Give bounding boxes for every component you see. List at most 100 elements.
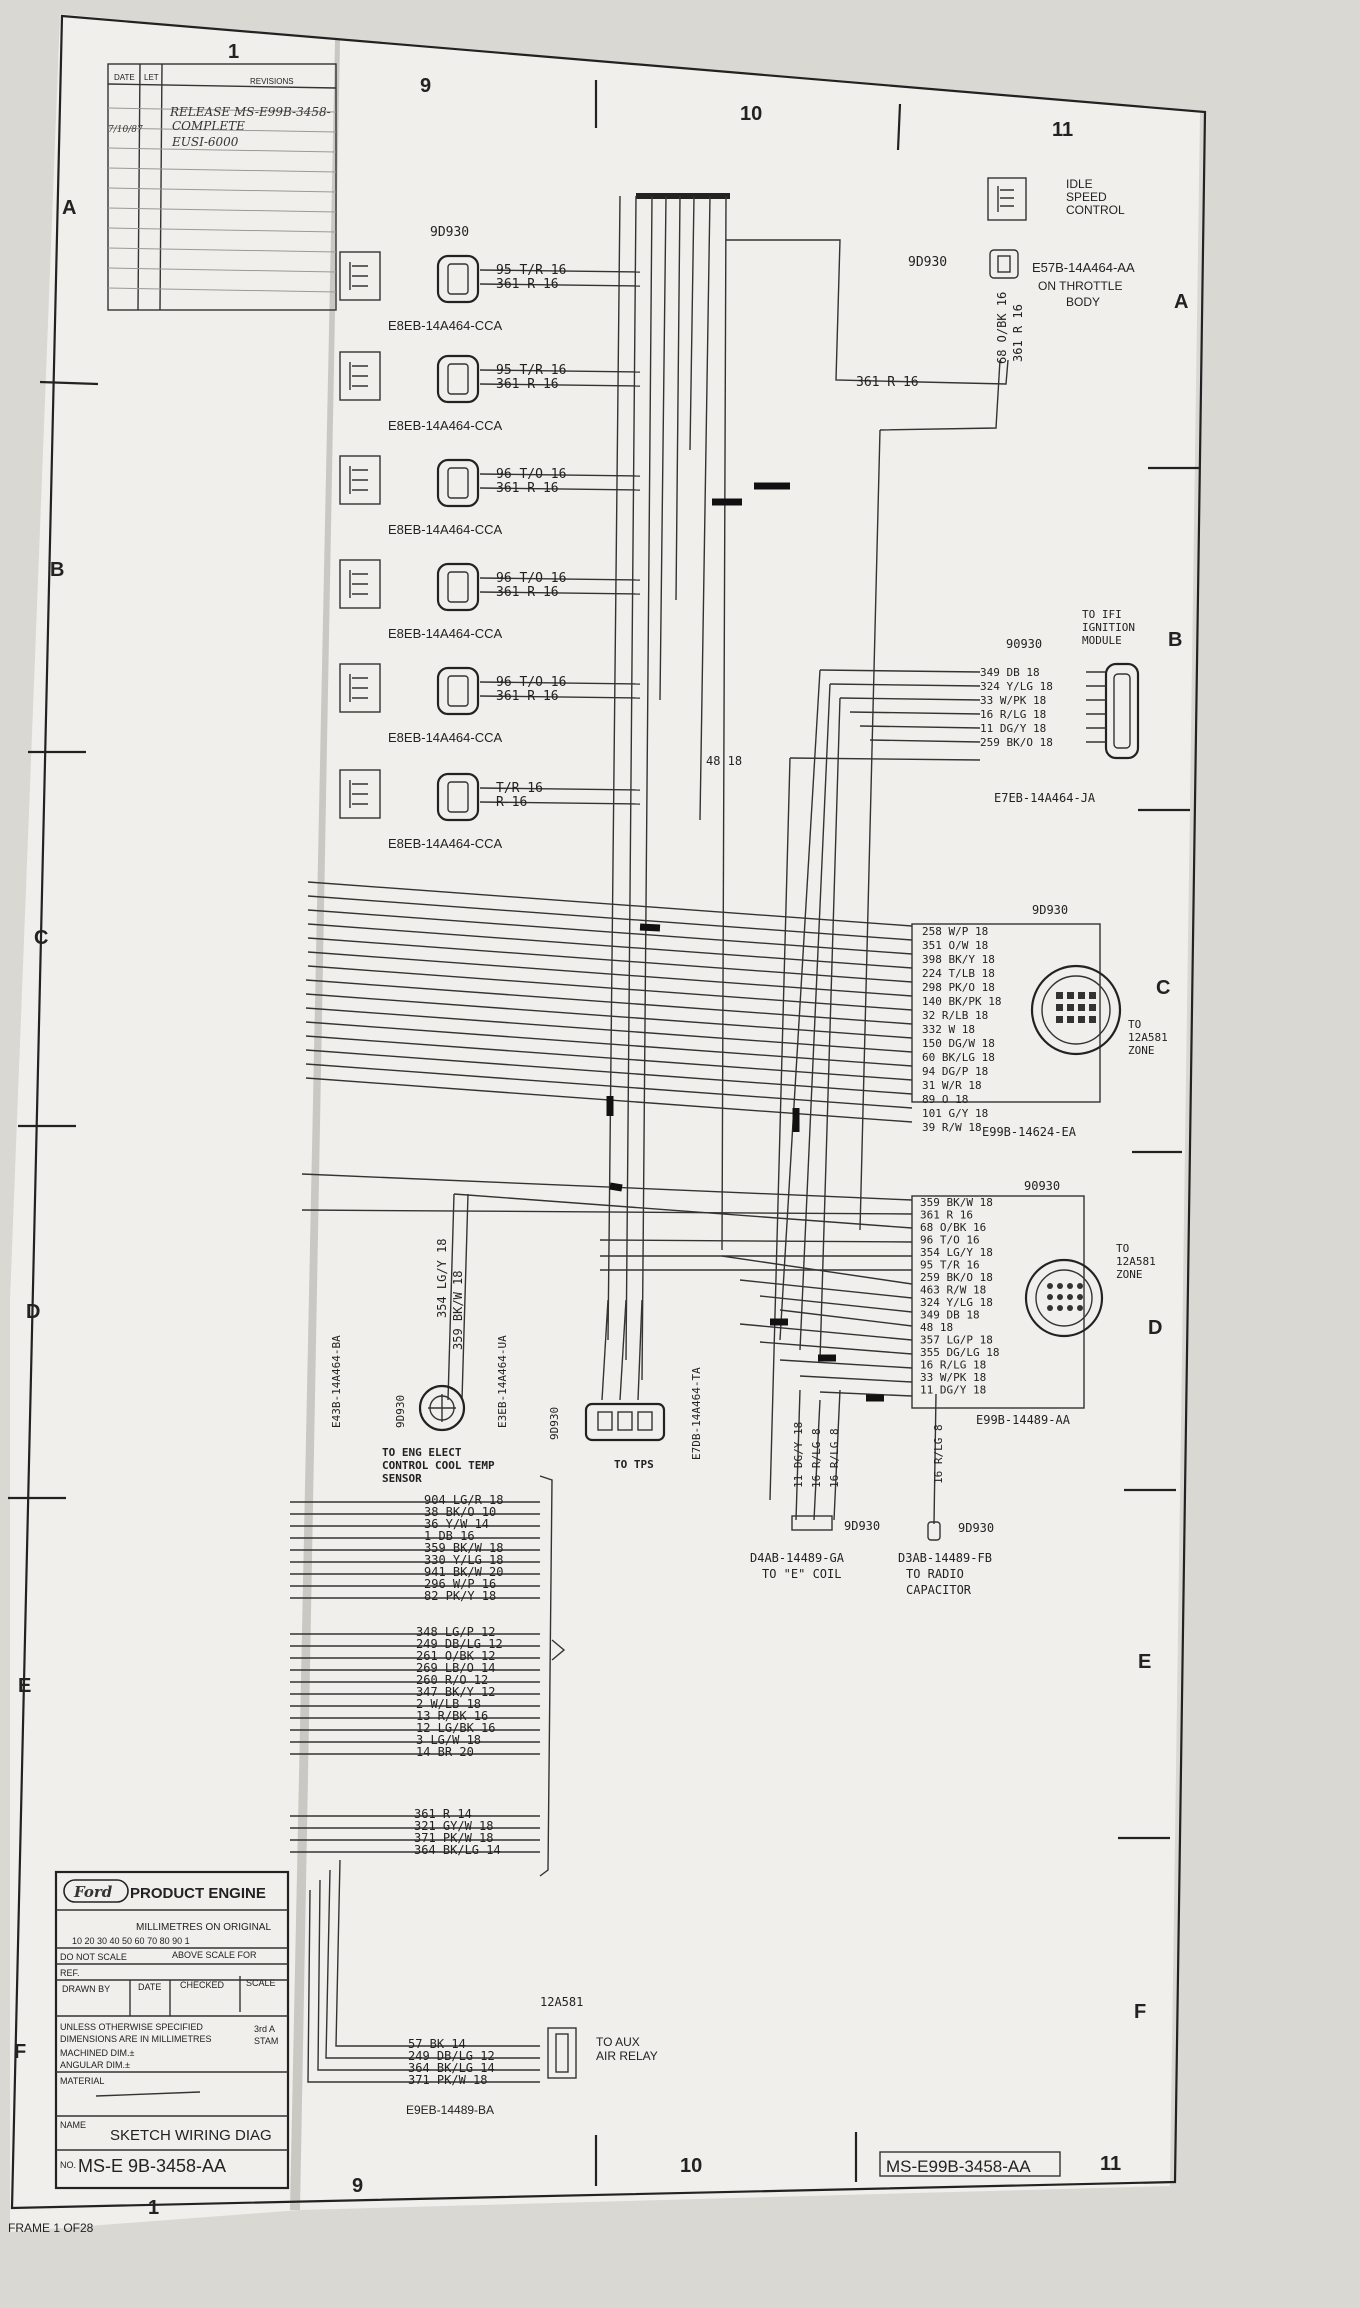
col-label-9-bottom: 9	[352, 2175, 363, 2197]
ecc-label-2: CONTROL COOL TEMP	[382, 1459, 495, 1472]
coil-ref: 9D930	[844, 1519, 880, 1533]
ecc-label-1: TO ENG ELECT	[382, 1446, 462, 1459]
conn-c-part: E99B-14624-EA	[982, 1125, 1077, 1139]
conn-c-note-2: 12A581	[1128, 1031, 1168, 1044]
conn-d-wire-label: 95 T/R 16	[920, 1259, 980, 1272]
frame-label: FRAME 1 OF28	[8, 2221, 94, 2235]
isc-title-2: SPEED	[1066, 190, 1107, 204]
tolerance-2: DIMENSIONS ARE IN MILLIMETRES	[60, 2034, 212, 2044]
relay-ref: 12A581	[540, 1995, 583, 2009]
cap-label-2: CAPACITOR	[906, 1583, 972, 1597]
conn-d-wire-label: 16 R/LG 18	[920, 1359, 986, 1372]
injector-connector-icon	[436, 562, 480, 612]
col-label-1-bottom: 1	[148, 2197, 159, 2219]
scale-label: SCALE	[246, 1978, 276, 1988]
injector-coil-icon	[339, 769, 381, 819]
rev-header-revisions: REVISIONS	[250, 77, 294, 86]
injector-coil-icon	[339, 663, 381, 713]
isc-part: E57B-14A464-AA	[1032, 260, 1135, 275]
coil-wire-3: 16 R/LG 8	[828, 1428, 841, 1488]
row-label-b-right: B	[1168, 629, 1182, 651]
row-label-a: A	[62, 197, 76, 219]
no-label: NO.	[60, 2160, 76, 2170]
tolerance-3: MACHINED DIM.±	[60, 2048, 134, 2058]
bundle-e-wire-label: 38 BK/O 10	[424, 1505, 496, 1519]
bundle-e-wire-label: 2 W/LB 18	[416, 1697, 481, 1711]
conn-d-wire-label: 48 18	[920, 1321, 953, 1334]
injector-connector-icon	[436, 254, 480, 304]
scale-ticks: 10 20 30 40 50 60 70 80 90 1	[72, 1936, 190, 1946]
bundle-e-wire-label: 296 W/P 16	[424, 1577, 496, 1591]
row-label-c: C	[34, 927, 48, 949]
col-label-1: 1	[228, 41, 239, 63]
isc-trunk-label: 361 R 16	[856, 375, 919, 390]
injector-coil-icon	[339, 251, 381, 301]
ecc-part-left: E43B-14A464-BA	[330, 1335, 343, 1428]
bundle-e-wire-label: 330 Y/LG 18	[424, 1553, 503, 1567]
col-label-10-bottom: 10	[680, 2155, 702, 2177]
bundle-e-wire-label: 36 Y/W 14	[424, 1517, 489, 1531]
drawing-number-box	[879, 2151, 1061, 2177]
conn-c-note-1: TO	[1128, 1018, 1141, 1031]
injector-wire-2: 361 R 16	[496, 277, 559, 292]
ifi-wire-label: 349 DB 18	[980, 666, 1040, 679]
injector-connector-icon	[436, 458, 480, 508]
col-label-10: 10	[740, 103, 762, 125]
bundle-e-wire-label: 361 R 14	[414, 1807, 472, 1821]
ecc-wire-1: 354 LG/Y 18	[435, 1239, 449, 1318]
ifi-wire-label: 11 DG/Y 18	[980, 722, 1046, 735]
drawn-by-label: DRAWN BY	[62, 1984, 110, 1994]
ford-logo	[63, 1879, 129, 1903]
rev-date-entry: 7/10/87	[108, 125, 143, 135]
bundle-e-wire-label: 348 LG/P 12	[416, 1625, 495, 1639]
rev-header-let: LET	[144, 73, 159, 82]
ifi-extra-wire: 48 18	[706, 754, 742, 768]
coil-wire-2: 16 R/LG 8	[810, 1428, 823, 1488]
row-label-c-right: C	[1156, 977, 1170, 999]
frame-ticks	[8, 80, 1200, 2186]
conn-d-note-1: TO	[1116, 1242, 1129, 1255]
conn-c-wire-label: 60 BK/LG 18	[922, 1051, 995, 1064]
ifi-title-2: IGNITION	[1082, 621, 1135, 634]
conn-c-wire-label: 150 DG/W 18	[922, 1037, 995, 1050]
tps-ref: 9D930	[548, 1407, 561, 1440]
conn-d-part: E99B-14489-AA	[976, 1413, 1071, 1427]
bundle-e-wire-label: 13 R/BK 16	[416, 1709, 488, 1723]
tps-part: E7DB-14A464-TA	[690, 1367, 703, 1460]
ecc-part-right: E3EB-14A464-UA	[496, 1335, 509, 1428]
rev-header-date: DATE	[114, 73, 135, 82]
relay-connector-icon	[547, 2027, 577, 2079]
conn-d-round-connector-icon	[1024, 1258, 1104, 1338]
isc-title-1: IDLE	[1066, 177, 1093, 191]
conn-c-round-connector-icon	[1030, 964, 1122, 1056]
conn-d-wire-label: 96 T/O 16	[920, 1234, 980, 1247]
tolerance-4: ANGULAR DIM.±	[60, 2060, 130, 2070]
bundle-e-wire-label: 260 R/O 12	[416, 1673, 488, 1687]
conn-c-wire-label: 101 G/Y 18	[922, 1107, 988, 1120]
cap-wire: 16 R/LG 8	[932, 1424, 945, 1484]
injector-wire-2: R 16	[496, 795, 527, 810]
sheet-fold	[290, 40, 340, 2210]
ecc-sensor: 354 LG/Y 18 359 BK/W 18 E43B-14A464-BA E…	[330, 1239, 509, 1485]
injector-part-number: E8EB-14A464-CCA	[388, 318, 502, 333]
injector-part-number: E8EB-14A464-CCA	[388, 836, 502, 851]
isc-wire-2: 361 R 16	[1011, 304, 1025, 362]
bundle-e-wire-label: 371 PK/W 18	[414, 1831, 493, 1845]
scale-caption: MILLIMETRES ON ORIGINAL	[136, 1922, 271, 1933]
conn-d-wire-label: 463 R/W 18	[920, 1284, 986, 1297]
row-label-f-right: F	[1134, 2001, 1146, 2023]
tolerance-side-2: STAM	[254, 2036, 278, 2046]
injector-part-number: E8EB-14A464-CCA	[388, 626, 502, 641]
conn-c-wire-label: 94 DG/P 18	[922, 1065, 988, 1078]
title-block: Ford PRODUCT ENGINE MILLIMETRES ON ORIGI…	[54, 1870, 290, 2190]
row-label-e: E	[18, 1675, 31, 1697]
conn-d-wire-label: 259 BK/O 18	[920, 1271, 993, 1284]
relay-wire-label: 364 BK/LG 14	[408, 2061, 495, 2075]
tps: 9D930 E7DB-14A464-TA TO TPS	[548, 1367, 703, 1471]
conn-d-wire-label: 355 DG/LG 18	[920, 1346, 999, 1359]
